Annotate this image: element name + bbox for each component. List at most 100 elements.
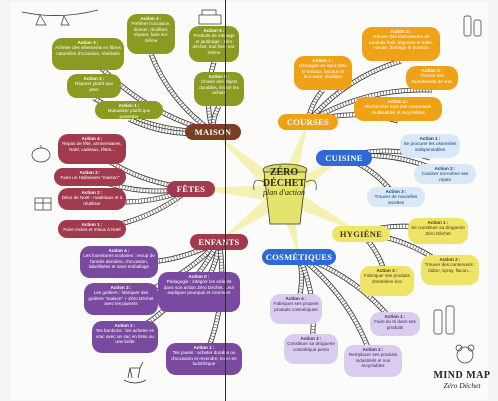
action-title: Action 3 : (300, 336, 322, 341)
fetes-action-box: Action 1 : Faire moins et mieux à Noël (58, 220, 126, 238)
mind-map-signature: MIND MAP Zéro Déchet (432, 370, 492, 390)
courses-action-box: Action 4 : Rechercher tous des contenant… (354, 97, 442, 121)
action-title: Action 3 : (385, 189, 407, 194)
hub-courses-label: COURSES (286, 117, 330, 127)
action-text: Découper en sacs tissu et bocaux, bocaux… (299, 63, 347, 80)
sewing-machine-icon (198, 9, 222, 25)
maison-action-box: Action 5 : Produits de ménage et jardina… (189, 26, 239, 62)
action-text: Cuisiner soi-même ses repas (421, 171, 469, 182)
hub-maison-label: MAISON (194, 127, 232, 137)
hub-enfants: ENFANTS (190, 234, 248, 250)
action-text: Acheter des vêtements en fibres naturell… (55, 45, 121, 56)
bottles-icon (463, 15, 482, 37)
action-title: Action 1 : (312, 58, 334, 63)
action-text: Produits de ménage et jardinage : zéro d… (192, 33, 236, 55)
action-text: Tes jouets : acheter durable ou d'occasi… (171, 350, 237, 367)
hub-hygiene-label: HYGIÈNE (339, 229, 383, 239)
action-text: Trouver des fournisseurs de produits fra… (369, 34, 433, 51)
enfants-action-box: Action 2 : Tes bonbons : les acheter en … (92, 321, 158, 353)
poster-seam (225, 0, 226, 401)
action-title: Action 2 : (81, 190, 103, 195)
pumpkin-icon (31, 145, 51, 163)
action-text: Constituer sa droguerie cosmétique perso (287, 341, 335, 352)
action-text: Trouver des contenants : bidon, spray, f… (424, 262, 476, 273)
hub-hygiene: HYGIÈNE (332, 226, 390, 242)
action-title: Action 1 : (419, 136, 441, 141)
action-title: Action 5 : (203, 28, 225, 33)
fetes-action-box: Action 2 : Déco de Noël : matériaux et à… (58, 188, 126, 210)
action-title: Action 6 : (208, 74, 230, 79)
action-title: Action 1 : (193, 345, 215, 350)
hub-fetes: FÊTES (167, 181, 215, 197)
maison-action-box: Action 6 : Choisir des objets durables, … (194, 72, 244, 106)
action-text: Tes bonbons : les acheter en vrac avec u… (95, 328, 155, 345)
hub-cosmetiques-label: COSMÉTIQUES (265, 252, 333, 262)
action-text: Mutualiser plutôt que posséder (107, 108, 151, 119)
action-text: Faire moins et mieux à Noël (63, 227, 121, 233)
action-title: Action 3 : (376, 268, 398, 273)
action-text: Trouver de nouvelles recettes (374, 194, 418, 205)
cosmetic-bottles-icon (433, 305, 455, 335)
action-title: Action 2 : (83, 76, 105, 81)
action-text: Les fournitures scolaires : recup de l'a… (83, 253, 155, 270)
action-title: Action 0 : (188, 274, 210, 279)
enfants-action-box: Action 0 : Pédagogie : intégrer les enfa… (158, 272, 240, 312)
center-title: ZÉRO DÉCHET (262, 167, 306, 189)
center-title-block: ZÉRO DÉCHET plan d'action (258, 167, 310, 220)
action-text: Réparer plutôt que jeter (74, 81, 114, 92)
hub-fetes-label: FÊTES (176, 184, 206, 194)
hygiene-action-box: Action 2 : Trouver des contenants : bido… (421, 255, 479, 285)
branch-connector-rungs (89, 175, 192, 193)
action-text: Repas de fête, anniversaires, Noël, cade… (62, 141, 122, 152)
cosmetiques-action-box: Action 2 : Remplacer ses produits indust… (344, 345, 402, 377)
action-title: Action 2 : (114, 323, 136, 328)
branch-connector-rungs (360, 224, 439, 235)
hygiene-action-box: Action 3 : Fabriquer ses produits d'entr… (360, 266, 414, 296)
branch-connector-rungs (149, 53, 214, 134)
action-text: Trouver des fournisseurs de vrac (411, 73, 453, 84)
action-text: Rechercher tous des contenants réutilisa… (364, 104, 432, 115)
fetes-action-box: Action 3 : Faire un Halloween "maison" (54, 168, 126, 186)
rocking-horse-icon (123, 361, 147, 384)
action-title: Action 2 : (434, 166, 456, 171)
action-title: Action 1 : (81, 222, 103, 227)
hub-cuisine-label: CUISINE (325, 153, 363, 163)
action-text: Déco de Noël : matériaux et à réutiliser (61, 195, 123, 206)
maison-action-box: Action 1 : Mutualiser plutôt que posséde… (95, 101, 163, 119)
enfants-action-box: Action 4 : Les fournitures scolaires : r… (80, 246, 158, 278)
action-text: Faire un Halloween "maison" (60, 175, 120, 181)
cuisine-action-box: Action 2 : Cuisiner soi-même ses repas (414, 164, 476, 184)
action-title: Action 4 : (387, 99, 409, 104)
cuisine-action-box: Action 1 : Se procurer les ustensiles in… (400, 134, 460, 158)
cuisine-action-box: Action 3 : Trouver de nouvelles recettes (367, 187, 425, 207)
clothesline-icon (21, 9, 99, 26)
action-text: Préférer l'occasion, donner, réutiliser,… (131, 21, 171, 43)
action-title: Action 3 : (110, 285, 132, 290)
enfants-action-box: Action 3 : Les goûters : fabriquer des g… (84, 283, 158, 315)
action-title: Action 4 : (108, 248, 130, 253)
action-text: Remplacer ses produits industriels et no… (348, 352, 398, 369)
action-title: Action 2 : (421, 68, 443, 73)
trash-can-icon (253, 163, 317, 225)
action-text: Faire du tri dans ses produits (374, 319, 416, 330)
action-title: Action 1 : (118, 103, 140, 108)
action-title: Action 3 : (390, 29, 412, 34)
action-title: Action 4 : (285, 296, 307, 301)
action-text: Se procurer les ustensiles indispensable… (403, 141, 457, 152)
cosmetiques-action-box: Action 3 : Constituer sa droguerie cosmé… (284, 334, 338, 364)
action-text: Fabriquer ses produits d'entretien éco (364, 273, 410, 284)
branch-connector-rungs (91, 186, 193, 231)
signature-title: MIND MAP (433, 370, 491, 381)
cosmetiques-action-box: Action 4 : Fabriquer ses propres produit… (270, 294, 322, 324)
cosmetiques-action-box: Action 1 : Faire du tri dans ses produit… (370, 312, 420, 336)
hygiene-action-box: Action 1 : Se constituer sa droguerie Zé… (408, 218, 468, 244)
action-text: Pédagogie : intégrer les enfants dans so… (163, 279, 235, 296)
action-title: Action 1 : (384, 314, 406, 319)
signature-subtitle: Zéro Déchet (443, 381, 481, 390)
action-title: Action 2 : (439, 257, 461, 262)
action-title: Action 3 : (79, 170, 101, 175)
hub-maison: MAISON (185, 124, 241, 140)
courses-action-box: Action 2 : Trouver des fournisseurs de v… (406, 66, 458, 90)
action-text: Se constituer sa droguerie Zéro Déchet (411, 225, 465, 236)
